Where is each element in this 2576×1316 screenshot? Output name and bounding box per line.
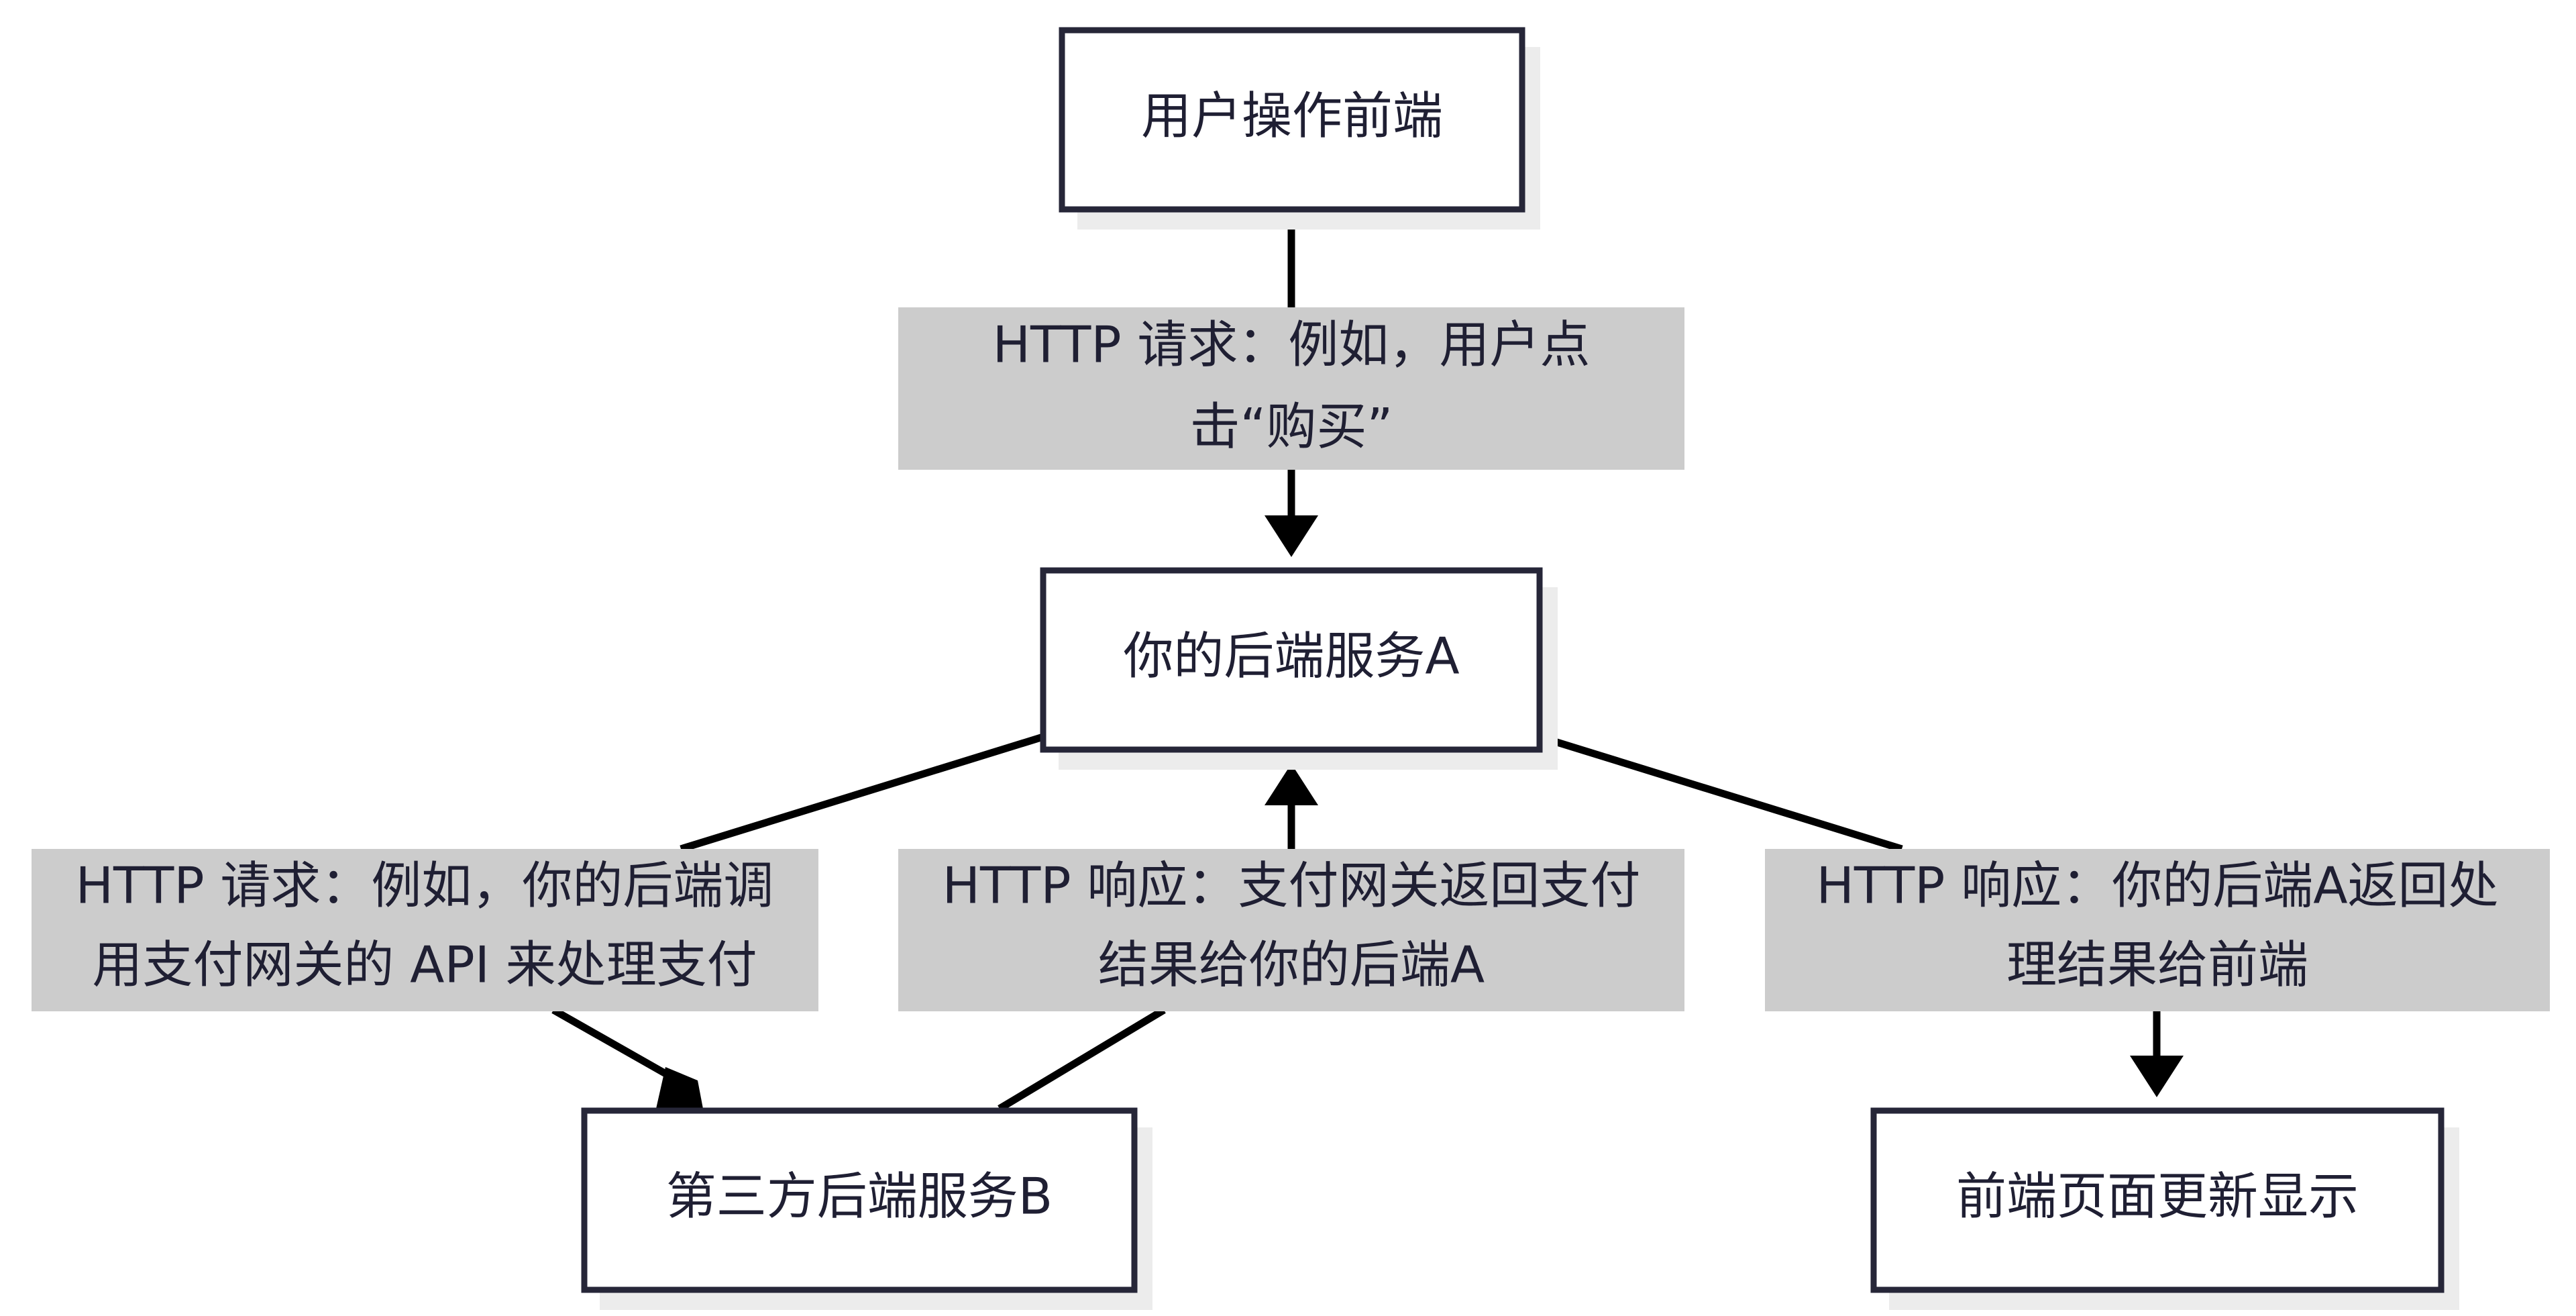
node-box (581, 1107, 1138, 1293)
edge-label-bg (898, 307, 1684, 470)
arrowhead-down-to-frontend (2130, 1056, 2184, 1097)
node-user-frontend: 用户操作前端 (1059, 27, 1540, 230)
edge-label-line1: HTTP 响应：支付网关返回支付 (943, 856, 1641, 915)
edge-label-line1: HTTP 请求：例如，用户点 (993, 315, 1591, 374)
edge-line-a-to-b-bottom (551, 1007, 680, 1084)
node-label: 用户操作前端 (1141, 87, 1443, 146)
arrowhead-up-to-a (1265, 764, 1318, 805)
node-frontend-update: 前端页面更新显示 (1870, 1107, 2459, 1310)
edge-label-bg (32, 849, 818, 1011)
arrowhead-down-to-b (656, 1067, 703, 1109)
node-box (1870, 1107, 2445, 1293)
node-label: 你的后端服务A (1123, 627, 1459, 686)
node-service-a: 你的后端服务A (1040, 567, 1558, 770)
edge-label-response-to-frontend: HTTP 响应：你的后端A返回处 理结果给前端 (1765, 849, 2550, 1011)
edge-label-line2: 用支付网关的 API 来处理支付 (92, 935, 757, 995)
edge-label-request-to-b: HTTP 请求：例如，你的后端调 用支付网关的 API 来处理支付 (32, 849, 818, 1011)
node-service-b: 第三方后端服务B (581, 1107, 1152, 1310)
edge-label-line2: 理结果给前端 (2006, 935, 2308, 995)
arrowheads (656, 515, 2184, 1109)
edge-label-request-to-a: HTTP 请求：例如，用户点 击“购买” (898, 307, 1684, 470)
edge-line-a-to-b-top (680, 733, 1044, 853)
edge-label-response-from-b: HTTP 响应：支付网关返回支付 结果给你的后端A (898, 849, 1684, 1011)
arrowhead-down-to-a (1265, 515, 1318, 557)
edge-label-bg (1765, 849, 2550, 1011)
edge-line-b-to-a-bottom (998, 1007, 1166, 1112)
node-label: 前端页面更新显示 (1956, 1167, 2359, 1226)
edge-line-a-to-frontend-top (1538, 733, 1903, 853)
edge-label-line2: 结果给你的后端A (1098, 935, 1485, 995)
node-box (1040, 567, 1543, 753)
node-box (1059, 27, 1525, 213)
node-label: 第三方后端服务B (666, 1167, 1053, 1226)
edge-label-bg (898, 849, 1684, 1011)
edge-label-line1: HTTP 请求：例如，你的后端调 (76, 856, 774, 915)
edge-label-line1: HTTP 响应：你的后端A返回处 (1816, 856, 2498, 915)
edge-label-line2: 击“购买” (1190, 397, 1393, 456)
connectors (551, 209, 2161, 1112)
